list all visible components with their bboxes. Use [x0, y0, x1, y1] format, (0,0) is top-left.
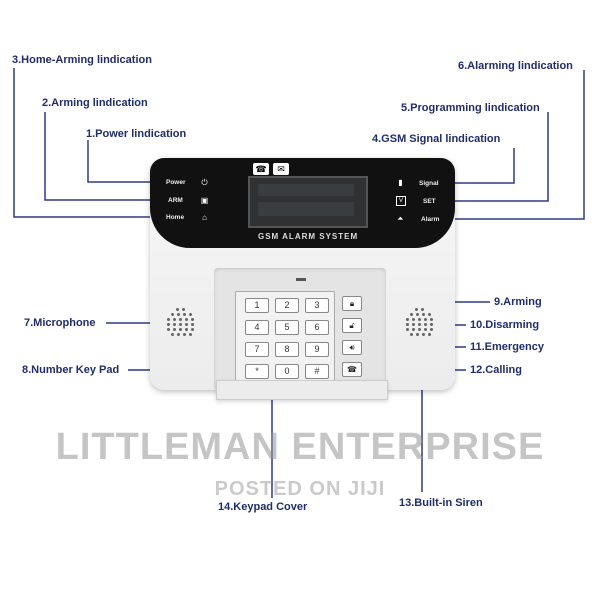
signal-indicator-label: Signal [419, 180, 439, 187]
keypad-cover[interactable] [216, 380, 388, 400]
keypad-key[interactable]: 8 [275, 342, 299, 357]
keypad-key[interactable]: 4 [245, 320, 269, 335]
alarm-indicator-label: Alarm [421, 216, 440, 223]
line-programming [440, 112, 549, 202]
line-gsm [440, 148, 515, 184]
keypad-key[interactable]: 0 [275, 364, 299, 379]
lcd-screen [248, 176, 368, 228]
home-icon: ⌂ [202, 213, 207, 222]
label-gsm-signal: 4.GSM Signal lindication [372, 133, 501, 145]
home-indicator-label: Home [166, 214, 185, 221]
emergency-key[interactable]: 🔊︎ [342, 340, 362, 355]
phone-icon: ☎ [253, 163, 269, 175]
lock-icon: ▣ [200, 196, 209, 205]
label-microphone: 7.Microphone [24, 317, 96, 329]
keypad-key[interactable]: 7 [245, 342, 269, 357]
keypad-key[interactable]: * [245, 364, 269, 379]
label-alarming: 6.Alarming lindication [458, 60, 573, 72]
mic-hole [296, 278, 306, 281]
keypad-key[interactable]: 9 [305, 342, 329, 357]
label-programming: 5.Programming lindication [401, 102, 540, 114]
label-disarming-key: 10.Disarming [470, 319, 540, 331]
power-icon: ⏻ [201, 178, 208, 187]
keypad-key[interactable]: 6 [305, 320, 329, 335]
label-home-arming: 3.Home-Arming lindication [12, 54, 152, 66]
arming-key[interactable]: 🔒︎ [342, 296, 362, 311]
label-calling-key: 12.Calling [470, 364, 522, 376]
line-alarming [440, 70, 585, 220]
label-keypad-cover: 14.Keypad Cover [218, 501, 308, 513]
watermark-title: LITTLEMAN ENTERPRISE [55, 426, 545, 468]
line-home-arming [13, 68, 160, 218]
label-number-keypad: 8.Number Key Pad [22, 364, 120, 376]
label-power: 1.Power lindication [86, 128, 187, 140]
label-arming-key: 9.Arming [494, 296, 542, 308]
set-indicator-label: SET [423, 198, 436, 205]
microphone-grille [164, 306, 198, 340]
label-emergency-key: 11.Emergency [470, 341, 544, 353]
signal-icon: ▮ [398, 178, 403, 187]
watermark-subtitle: POSTED ON JIJI [214, 478, 386, 500]
disarming-key[interactable]: 🔓︎ [342, 318, 362, 333]
label-arming: 2.Arming lindication [42, 97, 148, 109]
brand-text: GSM ALARM SYSTEM [258, 232, 359, 241]
label-siren: 13.Built-in Siren [399, 497, 483, 509]
set-icon: V [396, 196, 406, 206]
keypad-key[interactable]: 1 [245, 298, 269, 313]
line-power [87, 140, 160, 183]
keypad-key[interactable]: 3 [305, 298, 329, 313]
keypad-key[interactable]: 5 [275, 320, 299, 335]
calling-key[interactable]: ☎ [342, 362, 362, 377]
siren-grille [403, 306, 437, 340]
arm-indicator-label: ARM [168, 197, 183, 204]
alarm-icon: ⏶ [397, 214, 404, 223]
keypad-key[interactable]: 2 [275, 298, 299, 313]
keypad-key[interactable]: # [305, 364, 329, 379]
message-icon: ✉ [273, 163, 289, 175]
power-indicator-label: Power [166, 179, 186, 186]
line-arming [44, 112, 160, 201]
